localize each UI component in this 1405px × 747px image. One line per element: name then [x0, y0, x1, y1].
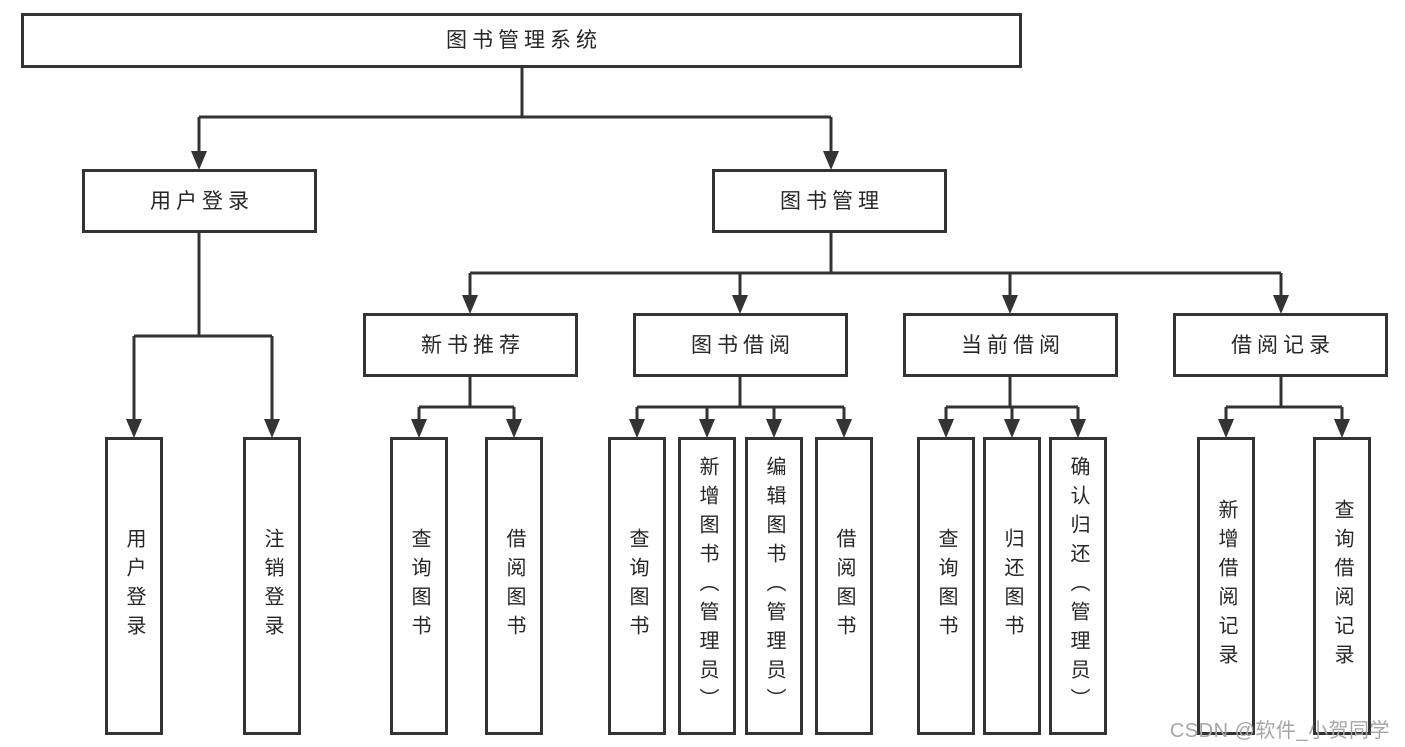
arrow-down-icon	[264, 419, 280, 438]
leaf-label: 查询借阅记录	[1331, 499, 1353, 673]
leaf-label: 归还图书	[1001, 528, 1023, 644]
leaf-user-login: 用户登录	[105, 437, 163, 735]
leaf-confirm-return-admin: 确认归还（管理员）	[1049, 437, 1107, 735]
leaf-add-borrow-record: 新增借阅记录	[1197, 437, 1255, 735]
arrow-down-icon	[191, 151, 207, 170]
node-label: 图书管理	[780, 189, 884, 213]
leaf-label: 查询图书	[408, 528, 430, 644]
arrow-down-icon	[462, 295, 478, 314]
leaf-query-books-recommend: 查询图书	[390, 437, 448, 735]
node-label: 当前借阅	[961, 333, 1065, 357]
arrow-down-icon	[836, 419, 852, 438]
leaf-label: 注销登录	[261, 528, 283, 644]
arrow-down-icon	[1273, 295, 1289, 314]
arrow-down-icon	[126, 419, 142, 438]
leaf-label: 编辑图书（管理员）	[763, 455, 785, 717]
watermark-text: CSDN @软件_小贺同学	[1169, 720, 1390, 742]
node-library-management-system: 图书管理系统	[21, 13, 1022, 68]
arrow-down-icon	[506, 419, 522, 438]
arrow-down-icon	[1218, 419, 1234, 438]
node-borrowing-records: 借阅记录	[1173, 313, 1388, 377]
leaf-borrow-books-borrowing: 借阅图书	[815, 437, 873, 735]
leaf-label: 新增图书（管理员）	[696, 455, 718, 717]
node-user-login: 用户登录	[82, 169, 317, 233]
arrow-down-icon	[1334, 419, 1350, 438]
node-new-book-recommendation: 新书推荐	[363, 313, 578, 377]
leaf-add-books-admin: 新增图书（管理员）	[678, 437, 736, 735]
leaf-label: 查询图书	[935, 528, 957, 644]
leaf-label: 借阅图书	[503, 528, 525, 644]
leaf-label: 确认归还（管理员）	[1067, 455, 1089, 717]
arrow-down-icon	[629, 419, 645, 438]
arrow-down-icon	[732, 295, 748, 314]
node-label: 图书管理系统	[446, 29, 602, 52]
leaf-query-borrow-record: 查询借阅记录	[1313, 437, 1371, 735]
node-label: 借阅记录	[1231, 333, 1335, 357]
arrow-down-icon	[823, 151, 839, 170]
node-label: 图书借阅	[691, 333, 795, 357]
node-book-management: 图书管理	[712, 169, 947, 233]
node-current-borrowing: 当前借阅	[903, 313, 1118, 377]
leaf-borrow-books-recommend: 借阅图书	[485, 437, 543, 735]
arrow-down-icon	[766, 419, 782, 438]
arrow-down-icon	[1002, 295, 1018, 314]
node-label: 新书推荐	[421, 333, 525, 357]
leaf-query-books-borrowing: 查询图书	[608, 437, 666, 735]
arrow-down-icon	[1070, 419, 1086, 438]
leaf-edit-books-admin: 编辑图书（管理员）	[745, 437, 803, 735]
leaf-logout-login: 注销登录	[243, 437, 301, 735]
leaf-label: 用户登录	[123, 528, 145, 644]
leaf-query-books-current: 查询图书	[917, 437, 975, 735]
arrow-down-icon	[938, 419, 954, 438]
leaf-label: 查询图书	[626, 528, 648, 644]
node-label: 用户登录	[150, 189, 254, 213]
leaf-return-books: 归还图书	[983, 437, 1041, 735]
node-book-borrowing: 图书借阅	[633, 313, 848, 377]
arrow-down-icon	[1004, 419, 1020, 438]
leaf-label: 新增借阅记录	[1215, 499, 1237, 673]
arrow-down-icon	[699, 419, 715, 438]
leaf-label: 借阅图书	[833, 528, 855, 644]
arrow-down-icon	[411, 419, 427, 438]
